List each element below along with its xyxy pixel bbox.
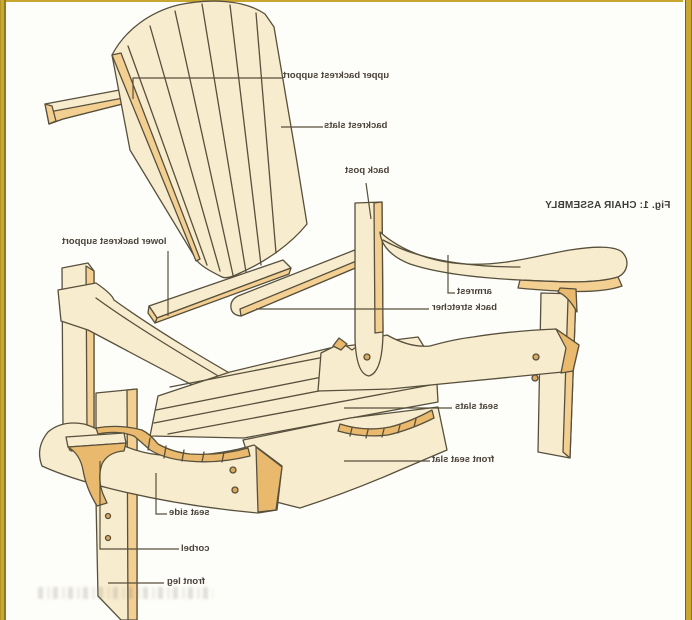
figure-title: Fig. 1: CHAIR ASSEMBLY [545,200,671,211]
label-front-leg: front leg [167,576,205,587]
gold-border-top [0,0,692,2]
back-post-piece [354,201,384,377]
seat-dip-band-right [337,409,435,439]
right-armrest [379,231,628,313]
gold-border-right [683,0,692,620]
leader-armrest [447,255,455,294]
seat-dip-band-left [95,425,251,463]
leader-lines [99,77,455,584]
upper-backrest-support-piece [44,88,135,125]
label-armrest: armrest [457,286,492,297]
label-seat-side: seat side [169,507,210,518]
label-back-post: back post [345,165,390,176]
lower-backrest-support-piece [147,259,292,324]
leader-back-post [365,182,372,220]
label-seat-slats: seat slats [455,401,499,412]
backrest-fan [111,0,308,279]
corbel-piece [65,432,127,507]
label-upper-backrest-support: upper backrest support [283,70,390,81]
label-front-seat-slat: front seat slat [432,454,495,465]
label-corbel: corbel [181,543,210,554]
right-rear-leg [537,292,577,459]
label-lower-backrest-support: lower backrest support [62,236,167,247]
watermark [38,587,213,599]
gold-border-left [0,0,6,620]
leader-seat-side [155,473,167,515]
label-backrest-slats: backrest slats [324,120,388,131]
label-back-stretcher: back stretcher [432,302,497,313]
leader-upper-backrest-support [132,77,283,99]
leader-corbel [99,461,179,550]
